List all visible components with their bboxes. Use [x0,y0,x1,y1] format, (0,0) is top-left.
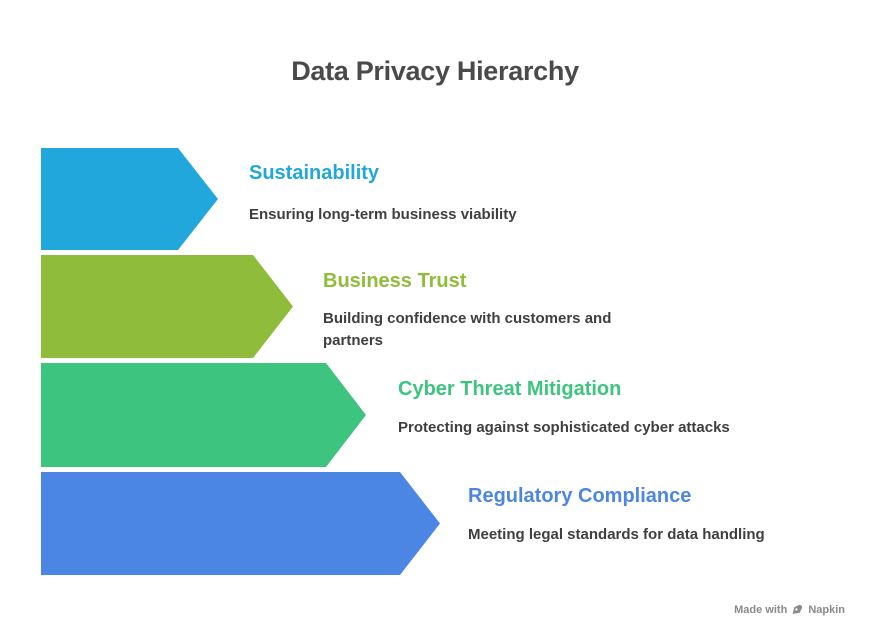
level-description-sustainability: Ensuring long-term business viability [249,206,517,223]
level-title-cyber-threat-mitigation: Cyber Threat Mitigation [398,378,622,400]
level-description-regulatory-compliance: Meeting legal standards for data handlin… [468,526,765,543]
arrow-shape-regulatory-compliance [41,472,440,575]
level-title-regulatory-compliance: Regulatory Compliance [468,485,692,507]
credit-brand: Napkin [808,603,845,616]
level-description-cyber-threat-mitigation: Protecting against sophisticated cyber a… [398,419,730,436]
level-title-business-trust: Business Trust [323,270,467,292]
page-title: Data Privacy Hierarchy [291,56,579,86]
arrow-shape-sustainability [41,148,218,250]
napkin-pen-icon [792,604,803,614]
arrow-shape-cyber-threat-mitigation [41,363,366,467]
arrow-shape-business-trust [41,255,293,358]
napkin-credit[interactable]: Made with Napkin [734,603,845,616]
level-title-sustainability: Sustainability [249,162,380,184]
level-description-business-trust: Building confidence with customers and p… [323,310,612,349]
credit-prefix: Made with [734,603,788,616]
